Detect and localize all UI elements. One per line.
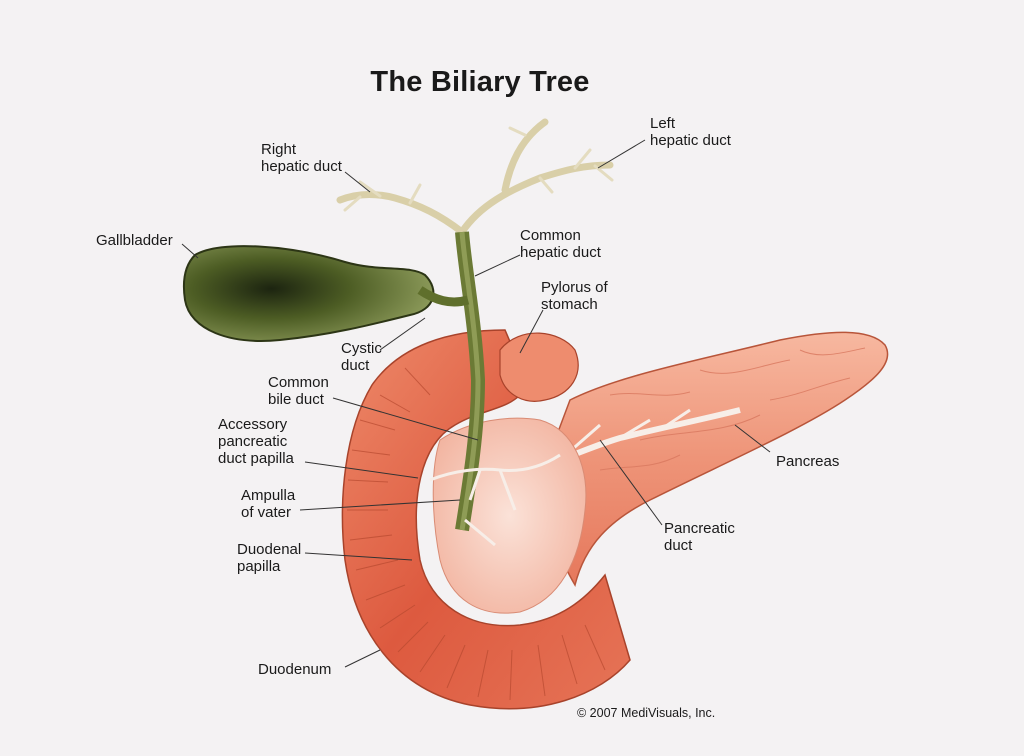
label-right-hepatic-duct: Right hepatic duct	[261, 141, 342, 175]
label-pancreas: Pancreas	[776, 453, 840, 470]
cystic-duct-shape	[417, 286, 470, 307]
duodenum-shape	[341, 329, 631, 710]
label-duodenal-papilla: Duodenal papilla	[237, 541, 302, 575]
label-cystic-duct: Cystic duct	[341, 340, 382, 374]
label-common-bile-duct: Common bile duct	[268, 374, 329, 408]
pylorus-shape	[499, 332, 579, 402]
label-common-hepatic-duct: Common hepatic duct	[520, 227, 601, 261]
label-left-hepatic-duct: Left hepatic duct	[650, 115, 731, 149]
label-duodenum: Duodenum	[258, 661, 332, 678]
label-pancreatic-duct: Pancreatic duct	[664, 520, 735, 554]
pancreas-shape	[539, 331, 889, 587]
label-pylorus-of-stomach: Pylorus of stomach	[541, 279, 608, 313]
pancreas-head-shape	[432, 417, 587, 614]
leader-lines	[181, 139, 771, 668]
hepatic-ducts-tree	[336, 118, 614, 236]
label-accessory-pancreatic-duct-papilla: Accessory pancreatic duct papilla	[218, 416, 294, 467]
copyright-notice: © 2007 MediVisuals, Inc.	[577, 706, 716, 720]
diagram-title: The Biliary Tree	[370, 66, 590, 98]
label-ampulla-of-vater: Ampulla of vater	[241, 487, 296, 521]
gallbladder-shape	[182, 245, 435, 342]
label-gallbladder: Gallbladder	[96, 232, 173, 249]
